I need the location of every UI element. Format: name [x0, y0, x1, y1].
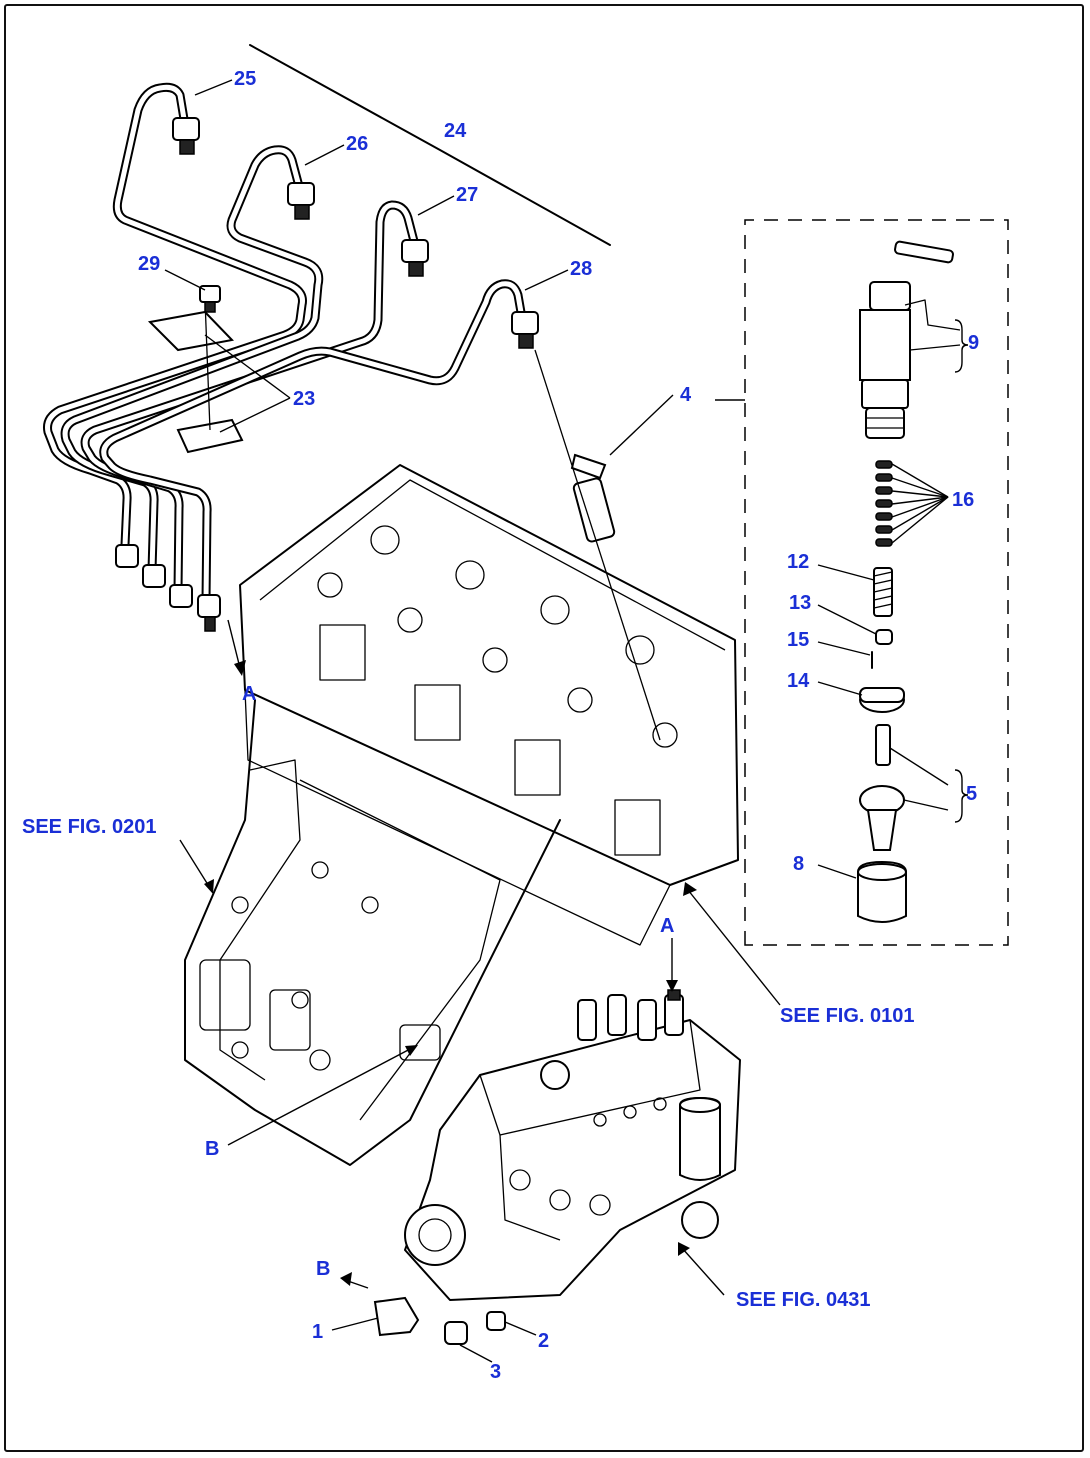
pipe-set-bracket-line: [249, 44, 611, 246]
callout-8: 8: [793, 853, 804, 875]
see-fig-0431-link[interactable]: SEE FIG. 0431: [736, 1289, 871, 1311]
callout-27: 27: [456, 184, 478, 206]
callout-15: 15: [787, 629, 809, 651]
leader-lines: [164, 79, 969, 1363]
injector-on-head: [534, 349, 661, 741]
callout-12: 12: [787, 551, 809, 573]
callout-23: 23: [293, 388, 315, 410]
callout-labels: 25 26 24 27 28 29 23 4 9 16 12 13 15 14 …: [22, 68, 979, 1383]
callout-1: 1: [312, 1321, 323, 1343]
marker-a-head: A: [242, 683, 256, 705]
callout-3: 3: [490, 1361, 501, 1383]
callout-4: 4: [680, 384, 692, 406]
callout-25: 25: [234, 68, 256, 90]
injection-pipes: [43, 82, 539, 632]
injector-detail-box: [715, 219, 1009, 946]
callout-24: 24: [444, 120, 467, 142]
marker-a-pump: A: [660, 915, 674, 937]
marker-b-block: B: [205, 1138, 219, 1160]
marker-b-bracket: B: [316, 1258, 330, 1280]
reference-arrows: [179, 619, 781, 1296]
cylinder-head: [239, 464, 739, 946]
callout-2: 2: [538, 1330, 549, 1352]
see-fig-0101-link[interactable]: SEE FIG. 0101: [780, 1005, 915, 1027]
callout-14: 14: [787, 670, 810, 692]
cylinder-block: [184, 699, 561, 1166]
callout-5: 5: [966, 783, 977, 805]
callout-26: 26: [346, 133, 368, 155]
callout-9: 9: [968, 332, 979, 354]
injection-pump: [373, 989, 741, 1345]
callout-29: 29: [138, 253, 160, 275]
figure-frame: [4, 4, 1084, 1452]
callout-16: 16: [952, 489, 974, 511]
see-fig-0201-link[interactable]: SEE FIG. 0201: [22, 816, 157, 838]
callout-13: 13: [789, 592, 811, 614]
callout-28: 28: [570, 258, 592, 280]
